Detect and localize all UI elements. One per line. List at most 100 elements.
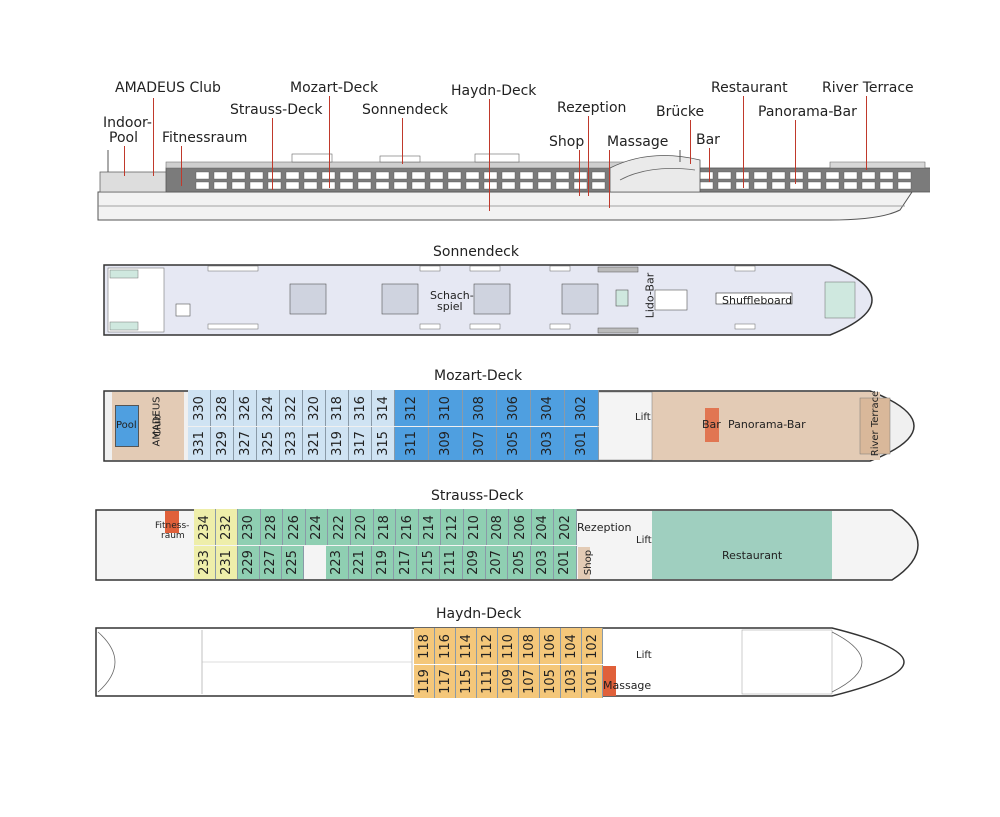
label-bar: Bar	[696, 132, 720, 148]
cabin: 103	[561, 665, 582, 698]
cabin: 224	[305, 509, 329, 545]
cabin: 212	[441, 509, 464, 545]
cabin: 105	[540, 665, 561, 698]
schach-label-2: spiel	[437, 300, 463, 313]
cabin: 109	[498, 665, 519, 698]
lido-bar-label: Lido-Bar	[643, 272, 657, 319]
cabin: 311	[395, 427, 429, 460]
cabin: 217	[394, 546, 418, 579]
cabin: 230	[238, 509, 261, 545]
mozart-lift-label: Lift	[635, 412, 651, 423]
cabin: 219	[371, 546, 395, 579]
shuffleboard-label: Shuffleboard	[722, 294, 793, 307]
club-label-2: Club	[152, 414, 164, 437]
cabin: 220	[351, 509, 374, 545]
cabin: 215	[417, 546, 440, 579]
cabin: 204	[531, 509, 555, 545]
pool-label: Pool	[116, 420, 137, 431]
haydn-lift-label: Lift	[636, 650, 652, 661]
cabin: 327	[234, 427, 257, 460]
fitness-label-2: raum	[161, 531, 185, 541]
cabin: 206	[509, 509, 532, 545]
sonnendeck-outline	[103, 264, 873, 336]
cabin: 231	[216, 546, 238, 579]
cabin: 205	[508, 546, 532, 579]
restaurant-label: Restaurant	[722, 549, 783, 562]
cabin: 321	[303, 427, 326, 460]
cabin: 301	[565, 427, 599, 460]
cabin: 112	[477, 628, 498, 664]
cabin: 223	[326, 546, 349, 579]
cabin: 214	[418, 509, 442, 545]
label-bruecke: Brücke	[656, 104, 705, 120]
cabin: 232	[216, 509, 238, 545]
cabin: 320	[303, 390, 326, 426]
cabin: 305	[497, 427, 531, 460]
label-restaurant: Restaurant	[711, 80, 788, 96]
fitness-label-1: Fitness-	[155, 521, 190, 531]
cabin: 233	[194, 546, 216, 579]
cabin: 325	[257, 427, 280, 460]
cabin: 331	[188, 427, 211, 460]
cabin: 330	[188, 390, 211, 426]
cabin: 318	[326, 390, 349, 426]
cabin: 202	[554, 509, 577, 545]
label-sonnendeck: Sonnendeck	[362, 102, 448, 118]
label-panorama-bar: Panorama-Bar	[758, 104, 857, 120]
leader-line	[153, 98, 154, 176]
leader-line	[795, 120, 796, 184]
strauss-lift-label: Lift	[636, 535, 652, 546]
ship-side-drawing	[97, 150, 930, 221]
cabin: 329	[211, 427, 234, 460]
leader-line	[609, 150, 610, 208]
cabin: 323	[280, 427, 303, 460]
cabin: 115	[456, 665, 477, 698]
cabin: 225	[282, 546, 304, 579]
cabin: 116	[435, 628, 456, 664]
label-amadeus-club: AMADEUS Club	[115, 80, 221, 96]
label-shop: Shop	[549, 134, 585, 150]
river-terrace-label: River Terrace	[870, 390, 882, 457]
cabin: 101	[582, 665, 603, 698]
haydn-deck-title: Haydn-Deck	[436, 606, 522, 622]
leader-line	[402, 118, 403, 164]
label-indoor-pool-1: Indoor-	[103, 115, 152, 131]
cabin: 117	[435, 665, 456, 698]
cabin: 324	[257, 390, 280, 426]
leader-line	[124, 146, 125, 176]
cabin: 326	[234, 390, 257, 426]
leader-line	[579, 150, 580, 196]
sonnendeck-title: Sonnendeck	[433, 244, 519, 260]
label-rezeption: Rezeption	[557, 100, 627, 116]
cabin: 211	[440, 546, 463, 579]
cabin: 209	[462, 546, 486, 579]
leader-line	[329, 96, 330, 188]
cabin: 106	[540, 628, 561, 664]
cabin: 119	[414, 665, 435, 698]
cabin: 216	[396, 509, 419, 545]
leader-line	[743, 96, 744, 188]
cabin: 226	[283, 509, 306, 545]
cabin: 102	[582, 628, 603, 664]
label-fitnessraum: Fitnessraum	[162, 130, 248, 146]
massage-label: Massage	[603, 679, 652, 692]
cabin: 222	[328, 509, 351, 545]
cabin: 203	[531, 546, 554, 579]
cabin: 303	[531, 427, 565, 460]
cabin: 309	[429, 427, 463, 460]
cabin: 201	[554, 546, 577, 579]
cabin: 229	[238, 546, 260, 579]
cabin: 118	[414, 628, 435, 664]
cabin: 111	[477, 665, 498, 698]
cabin: 307	[463, 427, 497, 460]
cabin: 314	[372, 390, 395, 426]
leader-line	[690, 120, 691, 164]
cabin: 208	[486, 509, 510, 545]
shop-label: Shop	[583, 549, 595, 576]
label-indoor-pool-2: Pool	[109, 130, 138, 146]
label-massage: Massage	[607, 134, 669, 150]
cabin: 107	[519, 665, 540, 698]
label-river-terrace: River Terrace	[822, 80, 914, 96]
cabin: 207	[485, 546, 509, 579]
mozart-bar-label: Bar	[702, 418, 721, 431]
